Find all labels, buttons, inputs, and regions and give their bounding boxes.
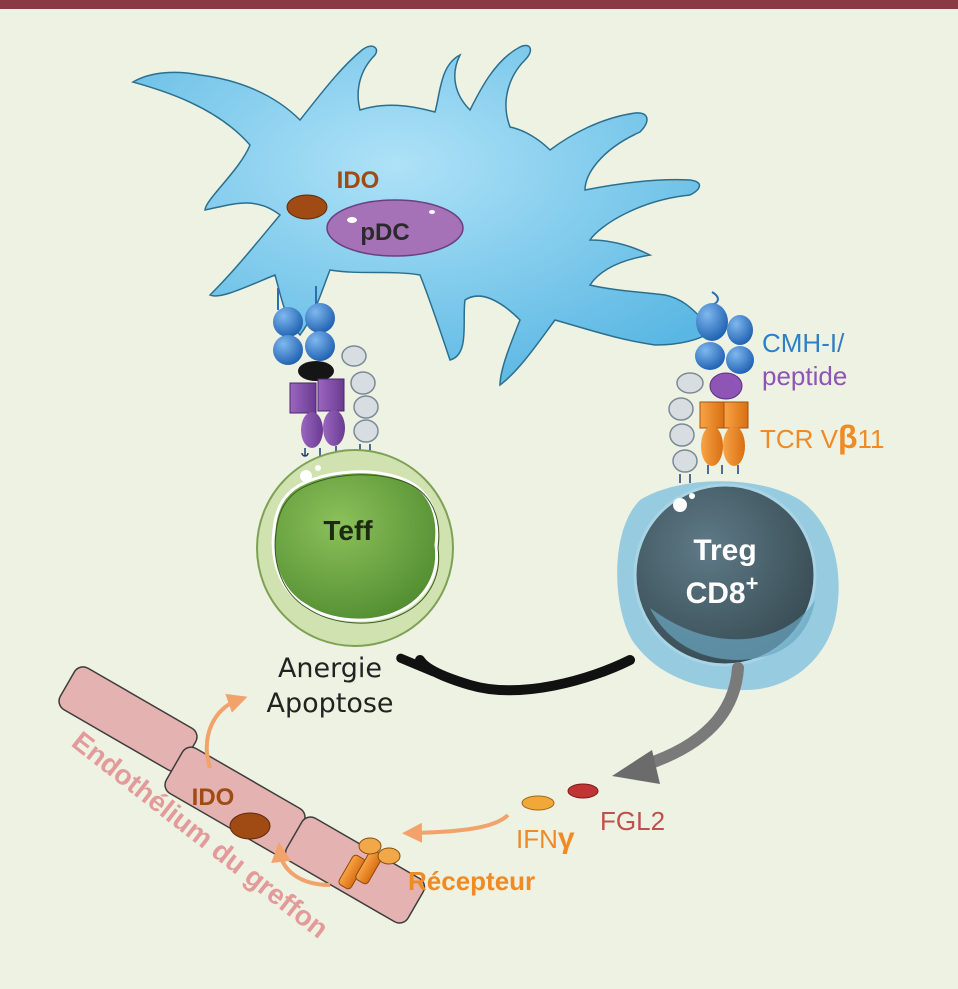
anergie-label: Anergie xyxy=(278,653,382,684)
tcr-suffix: 11 xyxy=(858,424,885,454)
mhc-complex-right xyxy=(695,291,754,474)
coreceptor-left xyxy=(341,345,379,454)
inhibition-bar xyxy=(396,653,438,677)
treg-cell xyxy=(633,483,817,667)
mhc-complex-left xyxy=(273,286,345,457)
nucleus-highlight-small xyxy=(429,210,435,214)
gray-arrow-head xyxy=(612,750,660,784)
fgl2-label: FGL2 xyxy=(600,806,665,836)
arrow-ifn-to-receptor xyxy=(402,813,510,843)
top-bar xyxy=(0,0,958,9)
tcr-beta: β xyxy=(838,419,858,455)
treg-cd8: CD8 xyxy=(686,577,746,610)
ido-molecule-bottom xyxy=(229,812,271,840)
cmh-label-line1: CMH-I/ xyxy=(762,328,845,358)
ifn-label: IFNγ xyxy=(516,822,575,855)
ido-label-bottom: IDO xyxy=(192,784,235,811)
ido-molecule-top xyxy=(286,194,328,220)
treg-sup: + xyxy=(746,571,759,596)
teff-label: Teff xyxy=(323,515,373,546)
tcr-prefix: TCR V xyxy=(760,424,839,454)
ido-label-top: IDO xyxy=(337,167,380,194)
cmh-label-line2: peptide xyxy=(762,361,847,391)
ifn-prefix: IFN xyxy=(516,824,558,854)
teff-highlight-small xyxy=(315,465,321,471)
ifn-gamma: γ xyxy=(558,822,575,855)
coreceptor-right xyxy=(668,372,704,483)
teff-highlight xyxy=(300,470,312,482)
receptor xyxy=(338,837,401,890)
teff-nucleus xyxy=(271,470,439,622)
apoptose-label: Apoptose xyxy=(266,688,393,719)
ifn-molecule xyxy=(521,795,555,811)
treg-label-line1: Treg xyxy=(693,534,756,567)
pdc-label: pDC xyxy=(360,219,409,246)
recepteur-label: Récepteur xyxy=(408,866,535,896)
arrow-receptor-to-ido xyxy=(271,842,331,887)
gray-arrow xyxy=(639,662,744,771)
treg-shine xyxy=(650,600,815,660)
tcr-label: TCR Vβ11 xyxy=(760,419,885,455)
pdc-nucleus xyxy=(326,199,464,257)
nucleus-highlight xyxy=(347,217,357,223)
fgl2-molecule xyxy=(567,783,599,799)
treg-highlight xyxy=(673,498,687,512)
inhibition-arrow xyxy=(415,655,635,696)
treg-highlight-small xyxy=(689,493,695,499)
treg-label-line2: CD8+ xyxy=(686,571,759,610)
arrow-ido-to-apoptose xyxy=(204,693,248,769)
